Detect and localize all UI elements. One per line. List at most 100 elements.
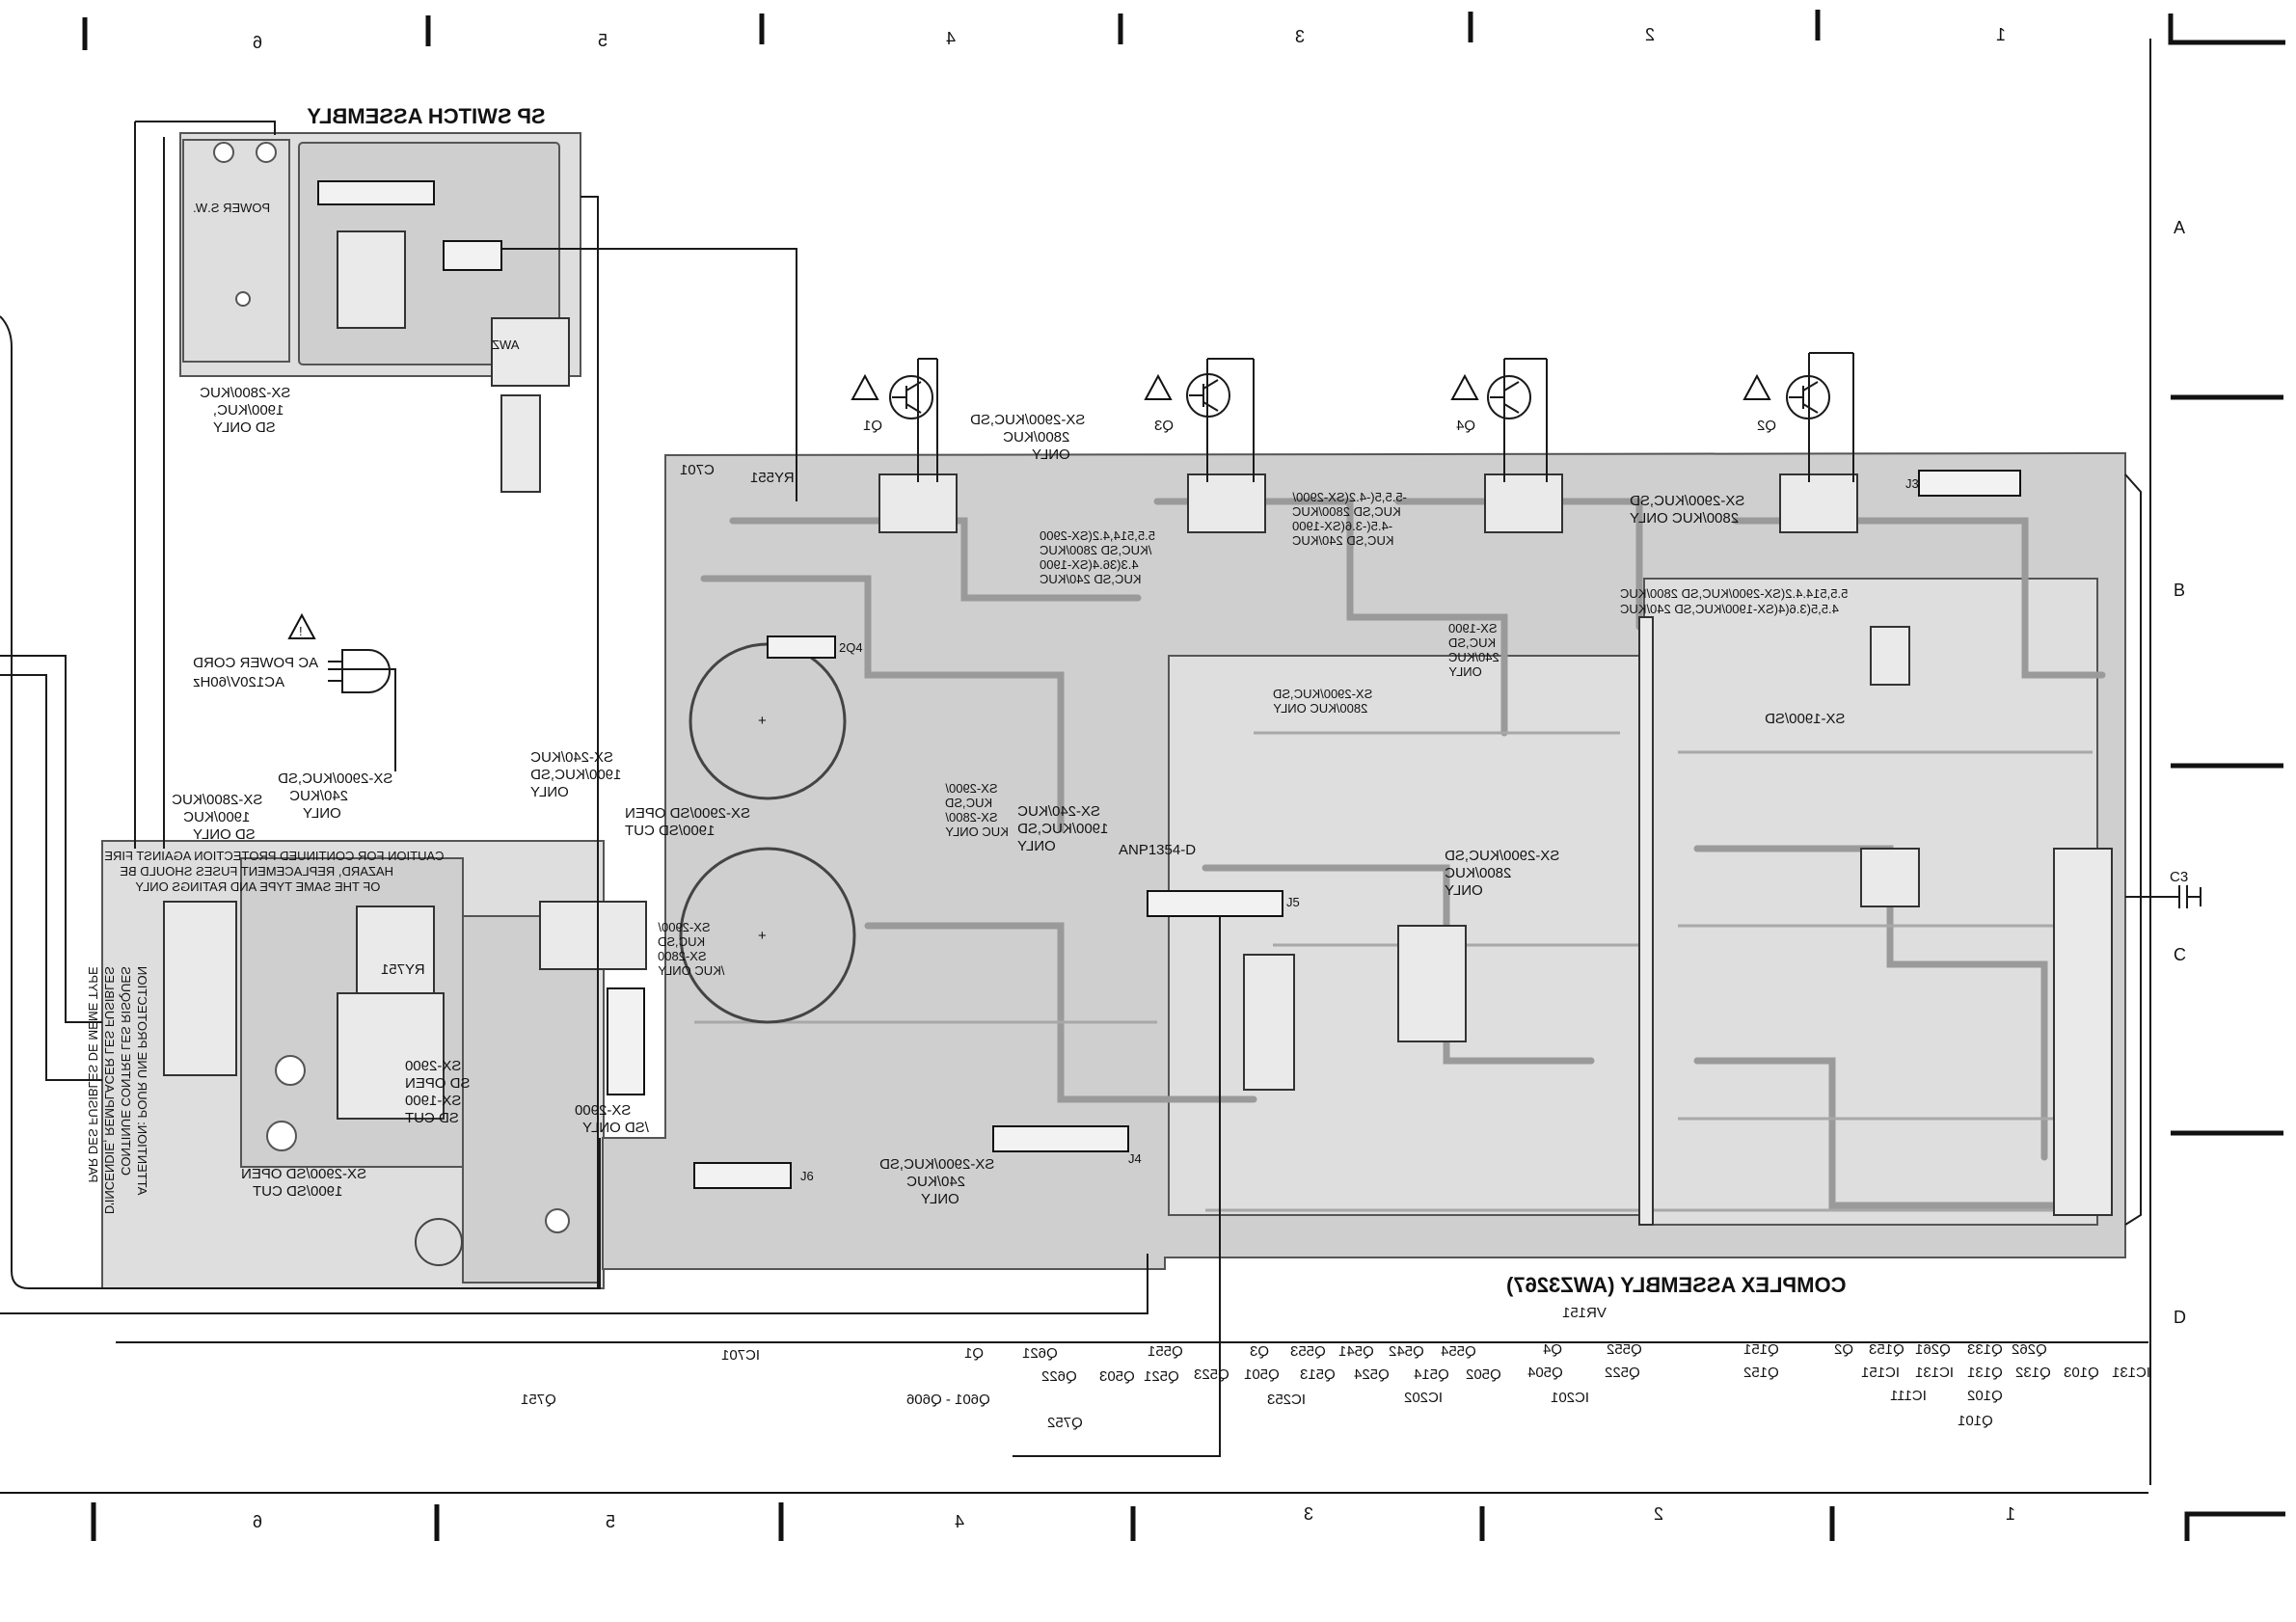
zone-top-5: 5: [598, 31, 608, 50]
ic-chip-3: [1860, 848, 1920, 907]
resistor-note-c-2: KUC,SD 2800/KUC: [1292, 504, 1401, 519]
ic-chip-1: [1397, 925, 1467, 1042]
resistor-note-b-2: /KUC,SD 2800/KUC: [1040, 543, 1151, 557]
loc-q553: Q553: [1290, 1343, 1326, 1360]
sx2900-bottom-2: /SD ONLY: [582, 1120, 649, 1136]
sx1900-only-1: SX-1900: [1448, 621, 1498, 635]
power-transformer: [337, 992, 445, 1120]
sp-switch-note-1: SX-2800/KUC: [200, 385, 290, 401]
zone-top-1: 1: [1996, 25, 2006, 44]
sx240-note-3: ONLY: [1017, 838, 1056, 854]
label-j5: J5: [1286, 895, 1300, 909]
resistor-note-b-3: 4.3(36.4(SX-1900: [1040, 557, 1139, 572]
loc-q3: Q3: [1250, 1343, 1269, 1360]
zone-side-b: B: [2174, 581, 2185, 600]
ref-c701: C701: [680, 462, 715, 478]
sx2900-open-2: 1900/SD CUT: [625, 823, 715, 839]
zone-ticks: [82, 10, 2285, 1541]
cap2-polarity: +: [758, 928, 767, 944]
caution-line-1: CAUTION FOR CONTINUED PROTECTION AGAINST…: [104, 849, 445, 863]
attention-line-3: D'INCENDIE, REMPLACER LES FUSIBLES: [102, 966, 117, 1214]
fuse-block: [539, 901, 647, 970]
loc-q751: Q751: [521, 1392, 556, 1408]
smoothing-capacitor: [415, 1218, 463, 1266]
sx2900-kuc-sd-3: ONLY: [921, 1191, 959, 1207]
loc-q621: Q621: [1022, 1345, 1058, 1362]
label-j4: J4: [1128, 1151, 1142, 1166]
copper-traces: [694, 498, 2112, 1212]
sx2900-kuc-cut-2: KUC,SD: [945, 796, 992, 810]
loc-q524: Q524: [1354, 1366, 1390, 1383]
q1-note-3: ONLY: [1032, 446, 1070, 463]
filter-capacitor-2: [679, 847, 856, 1024]
zone-top-3: 3: [1295, 27, 1305, 46]
resistor-note-d-1: 5.5,514.4.2(SX-2900/KUC,SD 2800/KUC: [1620, 586, 1848, 601]
sx1900-only-2: KUC,SD: [1448, 635, 1496, 650]
loc-q151: Q151: [1743, 1341, 1779, 1358]
zone-side-d: D: [2174, 1308, 2186, 1327]
label-2q4: 2Q4: [839, 640, 863, 655]
sx2900-open2-1: SX-2900: [405, 1058, 461, 1074]
warning-icon: [287, 612, 316, 639]
loc-ic151: IC151: [1861, 1365, 1900, 1381]
sp-jack: [491, 317, 570, 387]
loc-q262: Q262: [2012, 1341, 2047, 1358]
sx2900-kuc-cut-4: KUC ONLY: [945, 825, 1009, 839]
complex-board: + + ANP1354-D C701 RY551 RY751: [381, 451, 2126, 1270]
sx2900-left-2: 240/KUC: [289, 788, 348, 804]
sx2900-kuc-sd-1: SX-2900/KUC,SD: [879, 1156, 994, 1173]
zone-side-c: C: [2174, 945, 2186, 964]
loc-q522: Q522: [1605, 1365, 1640, 1381]
resistor-note-c-3: -4.5(-3.6(SX-1900: [1292, 519, 1392, 533]
sx2900-open3-2: 1900/SD CUT: [253, 1183, 342, 1200]
loc-q131: Q131: [1967, 1365, 2003, 1381]
transistor-q1-label: Q1: [863, 418, 882, 434]
loc-q541: Q541: [1338, 1343, 1374, 1360]
sx2900-open2-2: SD OPEN: [405, 1075, 471, 1092]
output-transistors: Q1 Q3 Q4 Q2: [851, 352, 1854, 482]
resistor-note-d-2: 4.5,5(3.6(4(SX-1900/KUC,SD 240/KUC: [1620, 602, 1839, 616]
zone-bottom-1: 1: [2006, 1504, 2015, 1524]
attention-line-4: PAR DES FUSIBLES DE MEME TYPE: [86, 966, 100, 1183]
part-locator: IC701 Q1 Q621 Q551 Q3 Q553 Q541 Q542 Q55…: [521, 1341, 2150, 1431]
q1-note-2: 2800/KUC: [1003, 429, 1069, 446]
connector-j5: [1147, 890, 1283, 917]
sx2900-kuc-cut-1: SX-2900/: [945, 781, 998, 796]
zone-bottom-6: 6: [253, 1512, 262, 1531]
power-connector: [607, 987, 645, 1095]
transistor-pads: [878, 473, 1858, 533]
right-note-2: 2800/KUC ONLY: [1630, 510, 1739, 527]
loc-q551: Q551: [1148, 1343, 1183, 1360]
zone-labels-side: A B C D: [2174, 218, 2186, 1327]
loc-q501: Q501: [1244, 1366, 1280, 1383]
loc-q504: Q504: [1527, 1365, 1563, 1381]
transistor-q3-label: Q3: [1154, 418, 1174, 434]
transistor-q4-label: Q4: [1456, 418, 1475, 434]
locator-row-2: Q622 Q503 Q521 Q523 Q501 Q513 Q524 Q514 …: [1041, 1365, 2150, 1385]
warning-icon: [1450, 373, 1479, 400]
loc-ic131-a: IC131: [1915, 1365, 1954, 1381]
q1-note-1: SX-2900/KUC,SD: [970, 412, 1085, 428]
sx2900-kuc-3: SX-2800: [658, 949, 707, 963]
connector-j6: [693, 1162, 792, 1189]
sx2900-kuc-1: SX-2900/: [658, 920, 711, 934]
sx2900-kuc-cut-3: SX-2800/: [945, 810, 998, 825]
zone-top-6: 6: [253, 33, 262, 52]
warning-icon: [1742, 373, 1771, 400]
loc-q752: Q752: [1047, 1415, 1083, 1431]
sx240-left-1: SX-240/KUC: [530, 749, 613, 766]
ref-ry551: RY551: [750, 470, 795, 486]
ic-chip-4: [1870, 626, 1910, 686]
caution-line-3: OF THE SAME TYPE AND RATINGS ONLY: [135, 879, 380, 894]
transistor-q4: Q4: [1450, 358, 1548, 482]
callout-notes: SX-2900/KUC,SD 2800/KUC ONLY 5.5,514,4.2…: [172, 412, 2188, 1207]
sx2900-open-1: SX-2900/SD OPEN: [625, 805, 750, 822]
resistor-note-b-1: 5.5,514,4.2(SX-2900: [1040, 528, 1155, 543]
power-cord-label: AC POWER CORD: [193, 655, 318, 671]
zone-labels-top: 6 5 4 3 2 1: [253, 25, 2006, 52]
loc-q2: Q2: [1834, 1341, 1853, 1358]
heat-sink-strip: [2053, 848, 2113, 1216]
warning-icon: [1144, 373, 1173, 400]
zone-bottom-3: 3: [1304, 1504, 1313, 1524]
